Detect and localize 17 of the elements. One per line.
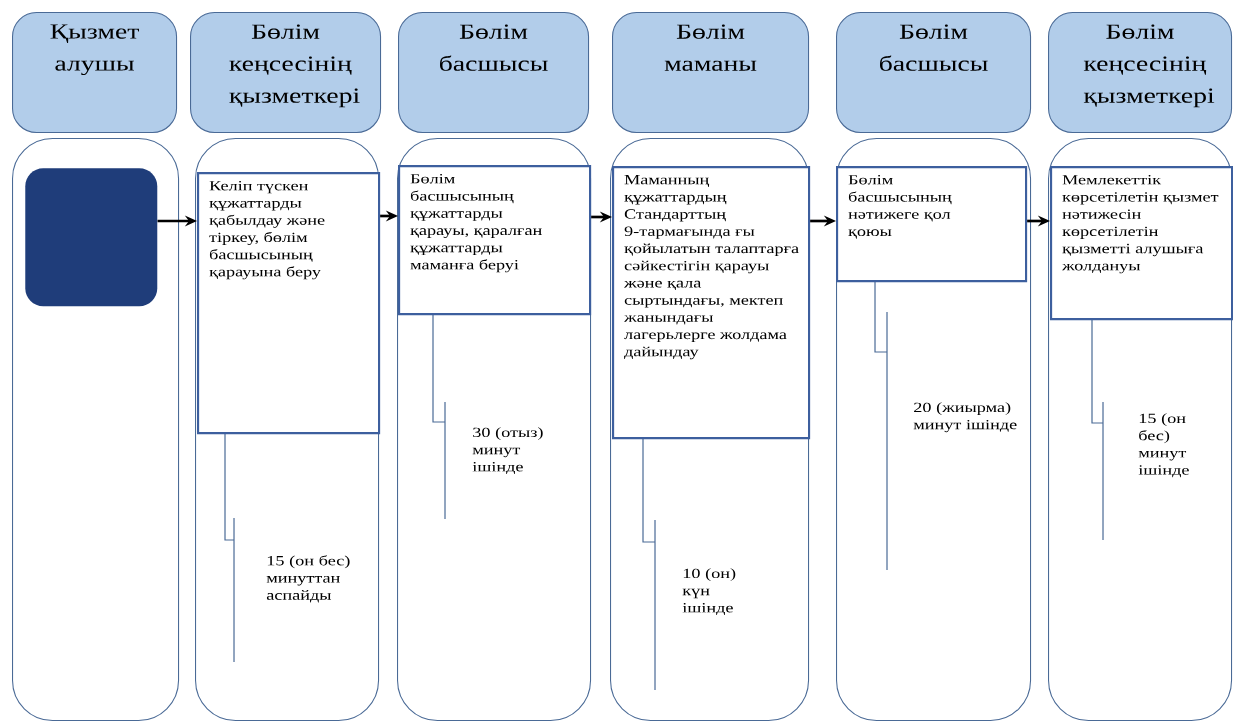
header-box: Қызмет алушы [12,12,178,134]
duration-text: 15 (он бес) минут ішінде [1138,413,1189,478]
process-box: Бөлім басшысының құжаттарды қарауы, қаралған құжаттарды маманға беруі [398,165,592,316]
process-box: Мемлекеттік көрсетілетін қызмет нәтижесін көрсетілетін қызметті алушыға жолдануы [1050,166,1233,321]
header-box: Бөлім басшысы [836,12,1032,134]
process-box: Келіп түскен құжаттарды қабылдау және тіркеу, бөлім басшысының қарауына беру [197,172,381,435]
header-box: Бөлім басшысы [398,12,590,134]
header-box: Бөлім маманы [612,12,810,134]
process-box: Маманның құжаттардың Стандарттың 9-тармағында ғы қойылатын талаптарға сәйкестігін қарауы және қала сыртындағы, мектеп жанындағы лагерьлерге жолдама дайындау [612,166,811,440]
header-box: Бөлім кеңсесінің қызметкері [190,12,382,134]
duration-text: 30 (отыз) минут ішінде [472,427,543,475]
process-box: Бөлім басшысының нәтижеге қол қоюы [836,166,1028,283]
duration-text: 20 (жиырма) минут ішінде [913,402,1017,433]
header-box: Бөлім кеңсесінің қызметкері [1048,12,1233,134]
start-box [25,168,158,307]
duration-text: 15 (он бес) минуттан аспайды [266,555,350,603]
duration-text: 10 (он) күн ішінде [682,568,736,616]
